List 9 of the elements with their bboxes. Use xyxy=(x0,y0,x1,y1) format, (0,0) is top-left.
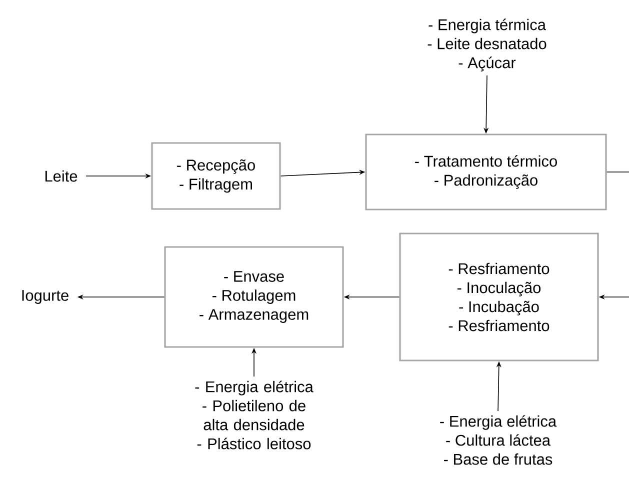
input-text: Leite xyxy=(45,170,78,182)
process-box: - Envase - Rotulagem - Armazenagem xyxy=(164,246,344,348)
process-box: - Recepção - Filtragem xyxy=(151,142,281,210)
input-text: - Energia térmica - Leite desnatado - Açúcar xyxy=(428,18,546,72)
input-text: - Energia elétrica - Cultura láctea - Base de frutas xyxy=(440,415,557,465)
input-text: Iogurte xyxy=(22,290,68,304)
process-box: - Resfriamento - Inoculação - Incubação - Resfriamento xyxy=(399,232,599,362)
input-text: - Energia elétrica - Polietileno de alta densidade - Plástico leitoso xyxy=(195,380,314,450)
process-box: - Tratamento térmico - Padronização xyxy=(365,134,607,210)
